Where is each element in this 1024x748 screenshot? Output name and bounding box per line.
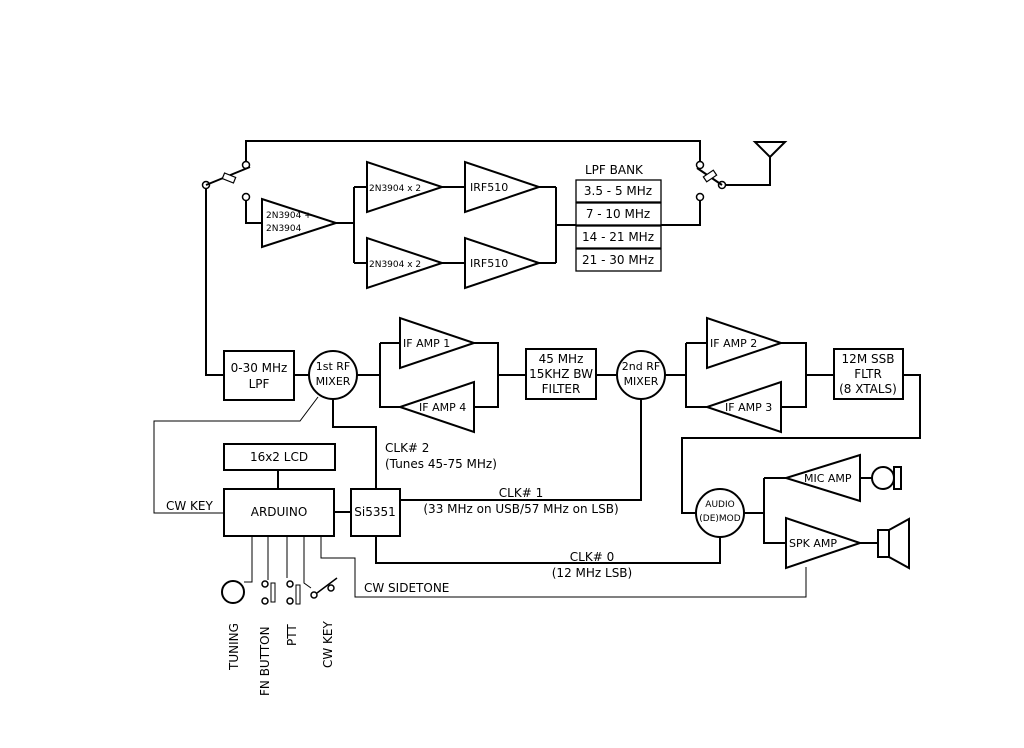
svg-text:MIC AMP: MIC AMP bbox=[804, 472, 852, 485]
if-amp-2: IF AMP 2 bbox=[706, 316, 785, 370]
spk-amp: SPK AMP bbox=[785, 516, 864, 570]
input-label-cw-key: CW KEY bbox=[321, 620, 335, 668]
svg-text:IRF510: IRF510 bbox=[470, 257, 508, 270]
cw-sidetone-label: CW SIDETONE bbox=[364, 581, 449, 595]
cw-key-switch-icon bbox=[310, 577, 338, 599]
speaker-icon bbox=[877, 517, 910, 570]
input-lpf: 0-30 MHz LPF bbox=[223, 350, 295, 401]
svg-text:1st RF: 1st RF bbox=[316, 360, 351, 373]
final-amp-top: IRF510 bbox=[464, 160, 543, 214]
first-rf-mixer: 1st RF MIXER bbox=[308, 350, 358, 400]
svg-text:(12 MHz LSB): (12 MHz LSB) bbox=[552, 566, 632, 580]
svg-text:CLK# 2: CLK# 2 bbox=[385, 441, 429, 455]
svg-text:AUDIO: AUDIO bbox=[705, 500, 734, 510]
tr-switch-left bbox=[201, 160, 251, 202]
svg-text:45 MHz: 45 MHz bbox=[539, 352, 584, 366]
ssb-filter-12mhz: 12M SSB FLTR (8 XTALS) bbox=[833, 348, 904, 400]
lpf-band: 7 - 10 MHz bbox=[586, 207, 650, 221]
driver-amp-bottom: 2N3904 x 2 bbox=[366, 236, 446, 290]
svg-text:16x2 LCD: 16x2 LCD bbox=[250, 450, 308, 464]
lpf-bank: LPF BANK 3.5 - 5 MHz 7 - 10 MHz 14 - 21 … bbox=[575, 163, 662, 272]
svg-text:SPK AMP: SPK AMP bbox=[789, 537, 837, 550]
svg-text:15KHZ BW: 15KHZ BW bbox=[529, 367, 593, 381]
svg-text:FILTER: FILTER bbox=[542, 382, 581, 396]
svg-text:2N3904: 2N3904 bbox=[266, 224, 302, 234]
arduino-board: ARDUINO bbox=[223, 488, 335, 537]
svg-text:2N3904 +: 2N3904 + bbox=[266, 211, 312, 221]
fn-button-icon bbox=[261, 580, 276, 605]
svg-text:2nd RF: 2nd RF bbox=[622, 360, 660, 373]
svg-text:FLTR: FLTR bbox=[854, 367, 882, 381]
lpf-band: 21 - 30 MHz bbox=[582, 253, 654, 267]
clk0-label: CLK# 0 (12 MHz LSB) bbox=[552, 550, 632, 580]
svg-text:CLK# 1: CLK# 1 bbox=[499, 486, 543, 500]
input-label-tuning: TUNING bbox=[227, 623, 241, 671]
svg-text:CLK# 0: CLK# 0 bbox=[570, 550, 614, 564]
svg-text:ARDUINO: ARDUINO bbox=[251, 505, 308, 519]
mic-amp: MIC AMP bbox=[782, 453, 861, 503]
svg-text:IF AMP 4: IF AMP 4 bbox=[419, 401, 466, 414]
crystal-filter-45mhz: 45 MHz 15KHZ BW FILTER bbox=[525, 348, 597, 400]
tr-switch-right bbox=[695, 160, 727, 202]
svg-text:2N3904 x 2: 2N3904 x 2 bbox=[369, 184, 421, 194]
svg-text:12M SSB: 12M SSB bbox=[842, 352, 895, 366]
ptt-switch-icon bbox=[286, 580, 301, 605]
if-amp-3: IF AMP 3 bbox=[703, 380, 782, 434]
pre-amp: 2N3904 + 2N3904 bbox=[261, 197, 340, 249]
svg-text:(33 MHz on USB/57 MHz on LSB): (33 MHz on USB/57 MHz on LSB) bbox=[423, 502, 618, 516]
if-amp-4: IF AMP 4 bbox=[396, 380, 475, 434]
cw-key-label: CW KEY bbox=[166, 499, 214, 513]
input-label-fn-button: FN BUTTON bbox=[258, 626, 272, 696]
microphone-icon bbox=[871, 466, 902, 490]
svg-text:(8 XTALS): (8 XTALS) bbox=[839, 382, 897, 396]
svg-text:Si5351: Si5351 bbox=[354, 505, 396, 519]
svg-text:MIXER: MIXER bbox=[624, 375, 659, 388]
svg-text:LPF: LPF bbox=[249, 377, 270, 391]
svg-text:IF AMP 3: IF AMP 3 bbox=[725, 401, 772, 414]
wiring bbox=[153, 140, 921, 598]
svg-text:2N3904 x 2: 2N3904 x 2 bbox=[369, 260, 421, 270]
second-rf-mixer: 2nd RF MIXER bbox=[616, 350, 666, 400]
driver-amp-top: 2N3904 x 2 bbox=[366, 160, 446, 214]
svg-text:0-30 MHz: 0-30 MHz bbox=[231, 361, 288, 375]
lpf-band: 3.5 - 5 MHz bbox=[584, 184, 652, 198]
lcd-display: 16x2 LCD bbox=[223, 443, 336, 471]
svg-text:IF AMP 2: IF AMP 2 bbox=[710, 337, 757, 350]
svg-text:IF AMP 1: IF AMP 1 bbox=[403, 337, 450, 350]
svg-text:MIXER: MIXER bbox=[316, 375, 351, 388]
clk1-label: CLK# 1 (33 MHz on USB/57 MHz on LSB) bbox=[423, 486, 618, 516]
svg-text:(Tunes 45-75 MHz): (Tunes 45-75 MHz) bbox=[385, 457, 497, 471]
si5351-clock-generator: Si5351 bbox=[350, 488, 401, 537]
input-label-ptt: PTT bbox=[285, 624, 299, 646]
final-amp-bottom: IRF510 bbox=[464, 236, 543, 290]
svg-text:LPF BANK: LPF BANK bbox=[585, 163, 644, 177]
if-amp-1: IF AMP 1 bbox=[399, 316, 478, 370]
lpf-band: 14 - 21 MHz bbox=[582, 230, 654, 244]
tuning-knob-icon bbox=[221, 580, 245, 604]
svg-text:IRF510: IRF510 bbox=[470, 181, 508, 194]
antenna-icon bbox=[752, 141, 788, 159]
clk2-label: CLK# 2 (Tunes 45-75 MHz) bbox=[385, 441, 497, 471]
svg-text:(DE)MOD: (DE)MOD bbox=[699, 514, 740, 524]
audio-demodulator: AUDIO (DE)MOD bbox=[695, 488, 745, 538]
